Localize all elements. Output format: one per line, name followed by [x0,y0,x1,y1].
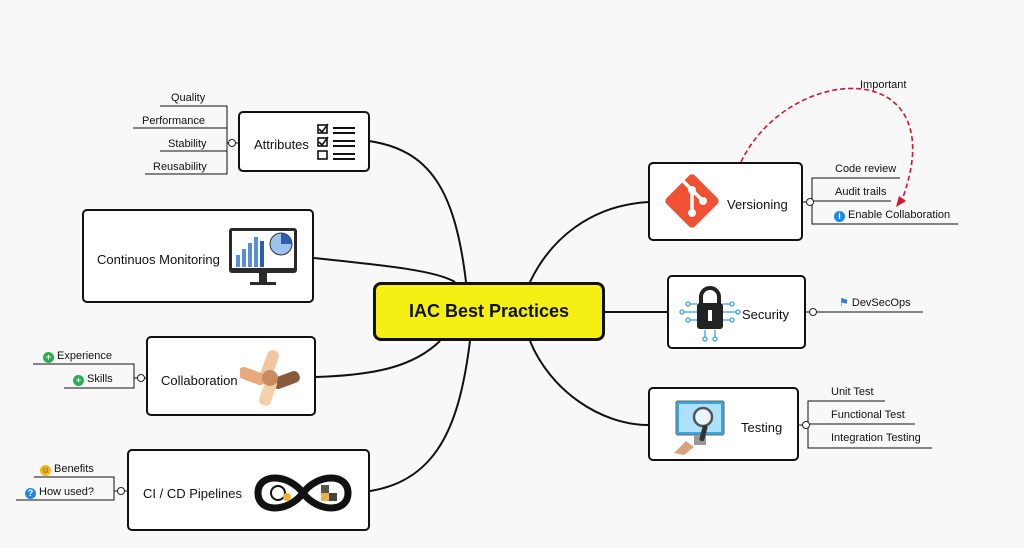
relationship-label[interactable]: Important [860,79,907,91]
subtopic-devsecops[interactable]: ⚑DevSecOps [839,296,911,309]
collapse-toggle-cicd[interactable] [117,487,125,495]
question-circle-icon: ? [25,488,36,499]
plus-circle-icon: + [73,375,84,386]
dashboard-monitor-icon [229,228,297,285]
subtopic-reusability[interactable]: Reusability [153,161,207,173]
subtopic-enable-collaboration-label: Enable Collaboration [848,209,951,221]
topic-collaboration-label: Collaboration [161,373,238,388]
collapse-toggle-versioning[interactable] [806,198,814,206]
topic-versioning[interactable]: Versioning [648,162,803,241]
branch-versioning [529,201,650,283]
subtopic-experience-label: Experience [57,350,113,362]
subtopic-integration-testing[interactable]: Integration Testing [831,432,921,444]
subtopic-experience[interactable]: +Experience [43,350,112,363]
plus-circle-icon: + [43,352,54,363]
topic-testing[interactable]: Testing [648,387,799,461]
branch-attributes [368,140,467,283]
smiley-icon: ☺ [40,465,51,476]
subtopic-quality[interactable]: Quality [171,92,206,104]
subtopic-how-used[interactable]: ?How used? [25,486,94,499]
padlock-circuit-icon [679,286,741,342]
topic-security-label: Security [742,307,789,322]
relationship-arrowhead [896,196,906,207]
subtopic-audit-trails[interactable]: Audit trails [835,186,887,198]
branch-monitoring [313,257,456,283]
checklist-icon [317,123,355,160]
subtopic-how-used-label: How used? [39,486,95,498]
subtopic-skills[interactable]: +Skills [73,373,113,386]
subtopic-stability[interactable]: Stability [168,138,207,150]
flag-icon: ⚑ [839,297,849,309]
topic-monitoring[interactable]: Continuos Monitoring [82,209,314,303]
branch-collaboration [315,340,441,378]
relationship-line [740,87,914,206]
subtopic-benefits[interactable]: ☺Benefits [40,463,94,476]
topic-security[interactable]: Security [667,275,806,349]
topic-monitoring-label: Continuos Monitoring [97,252,220,267]
subtopic-performance[interactable]: Performance [142,115,205,127]
subtopic-devsecops-label: DevSecOps [851,297,911,309]
central-topic[interactable]: IAC Best Practices [373,282,605,341]
subtopic-code-review[interactable]: Code review [835,163,897,175]
collapse-toggle-collaboration[interactable] [137,374,145,382]
topic-testing-label: Testing [741,420,783,435]
subtopic-functional-test[interactable]: Functional Test [831,409,905,421]
topic-versioning-label: Versioning [727,197,788,212]
git-logo-icon [665,174,719,228]
branch-testing [529,340,650,426]
topic-collaboration[interactable]: Collaboration [146,336,316,416]
topic-cicd[interactable]: CI / CD Pipelines [127,449,370,531]
subtopic-benefits-label: Benefits [54,463,94,475]
topic-cicd-label: CI / CD Pipelines [143,486,242,501]
collapse-toggle-testing[interactable] [802,421,810,429]
collapse-toggle-attributes[interactable] [228,139,236,147]
subtopic-unit-test[interactable]: Unit Test [831,386,874,398]
branch-cicd [369,340,471,492]
collapse-toggle-security[interactable] [809,308,817,316]
central-title: IAC Best Practices [408,301,570,321]
info-circle-icon: i [834,211,845,222]
subtopic-skills-label: Skills [87,373,113,385]
topic-attributes-label: Attributes [254,137,309,152]
hands-together-icon [240,350,300,406]
topic-attributes[interactable]: Attributes [238,111,370,172]
infinity-pipeline-icon [254,474,352,512]
magnifier-screen-icon [674,400,725,455]
